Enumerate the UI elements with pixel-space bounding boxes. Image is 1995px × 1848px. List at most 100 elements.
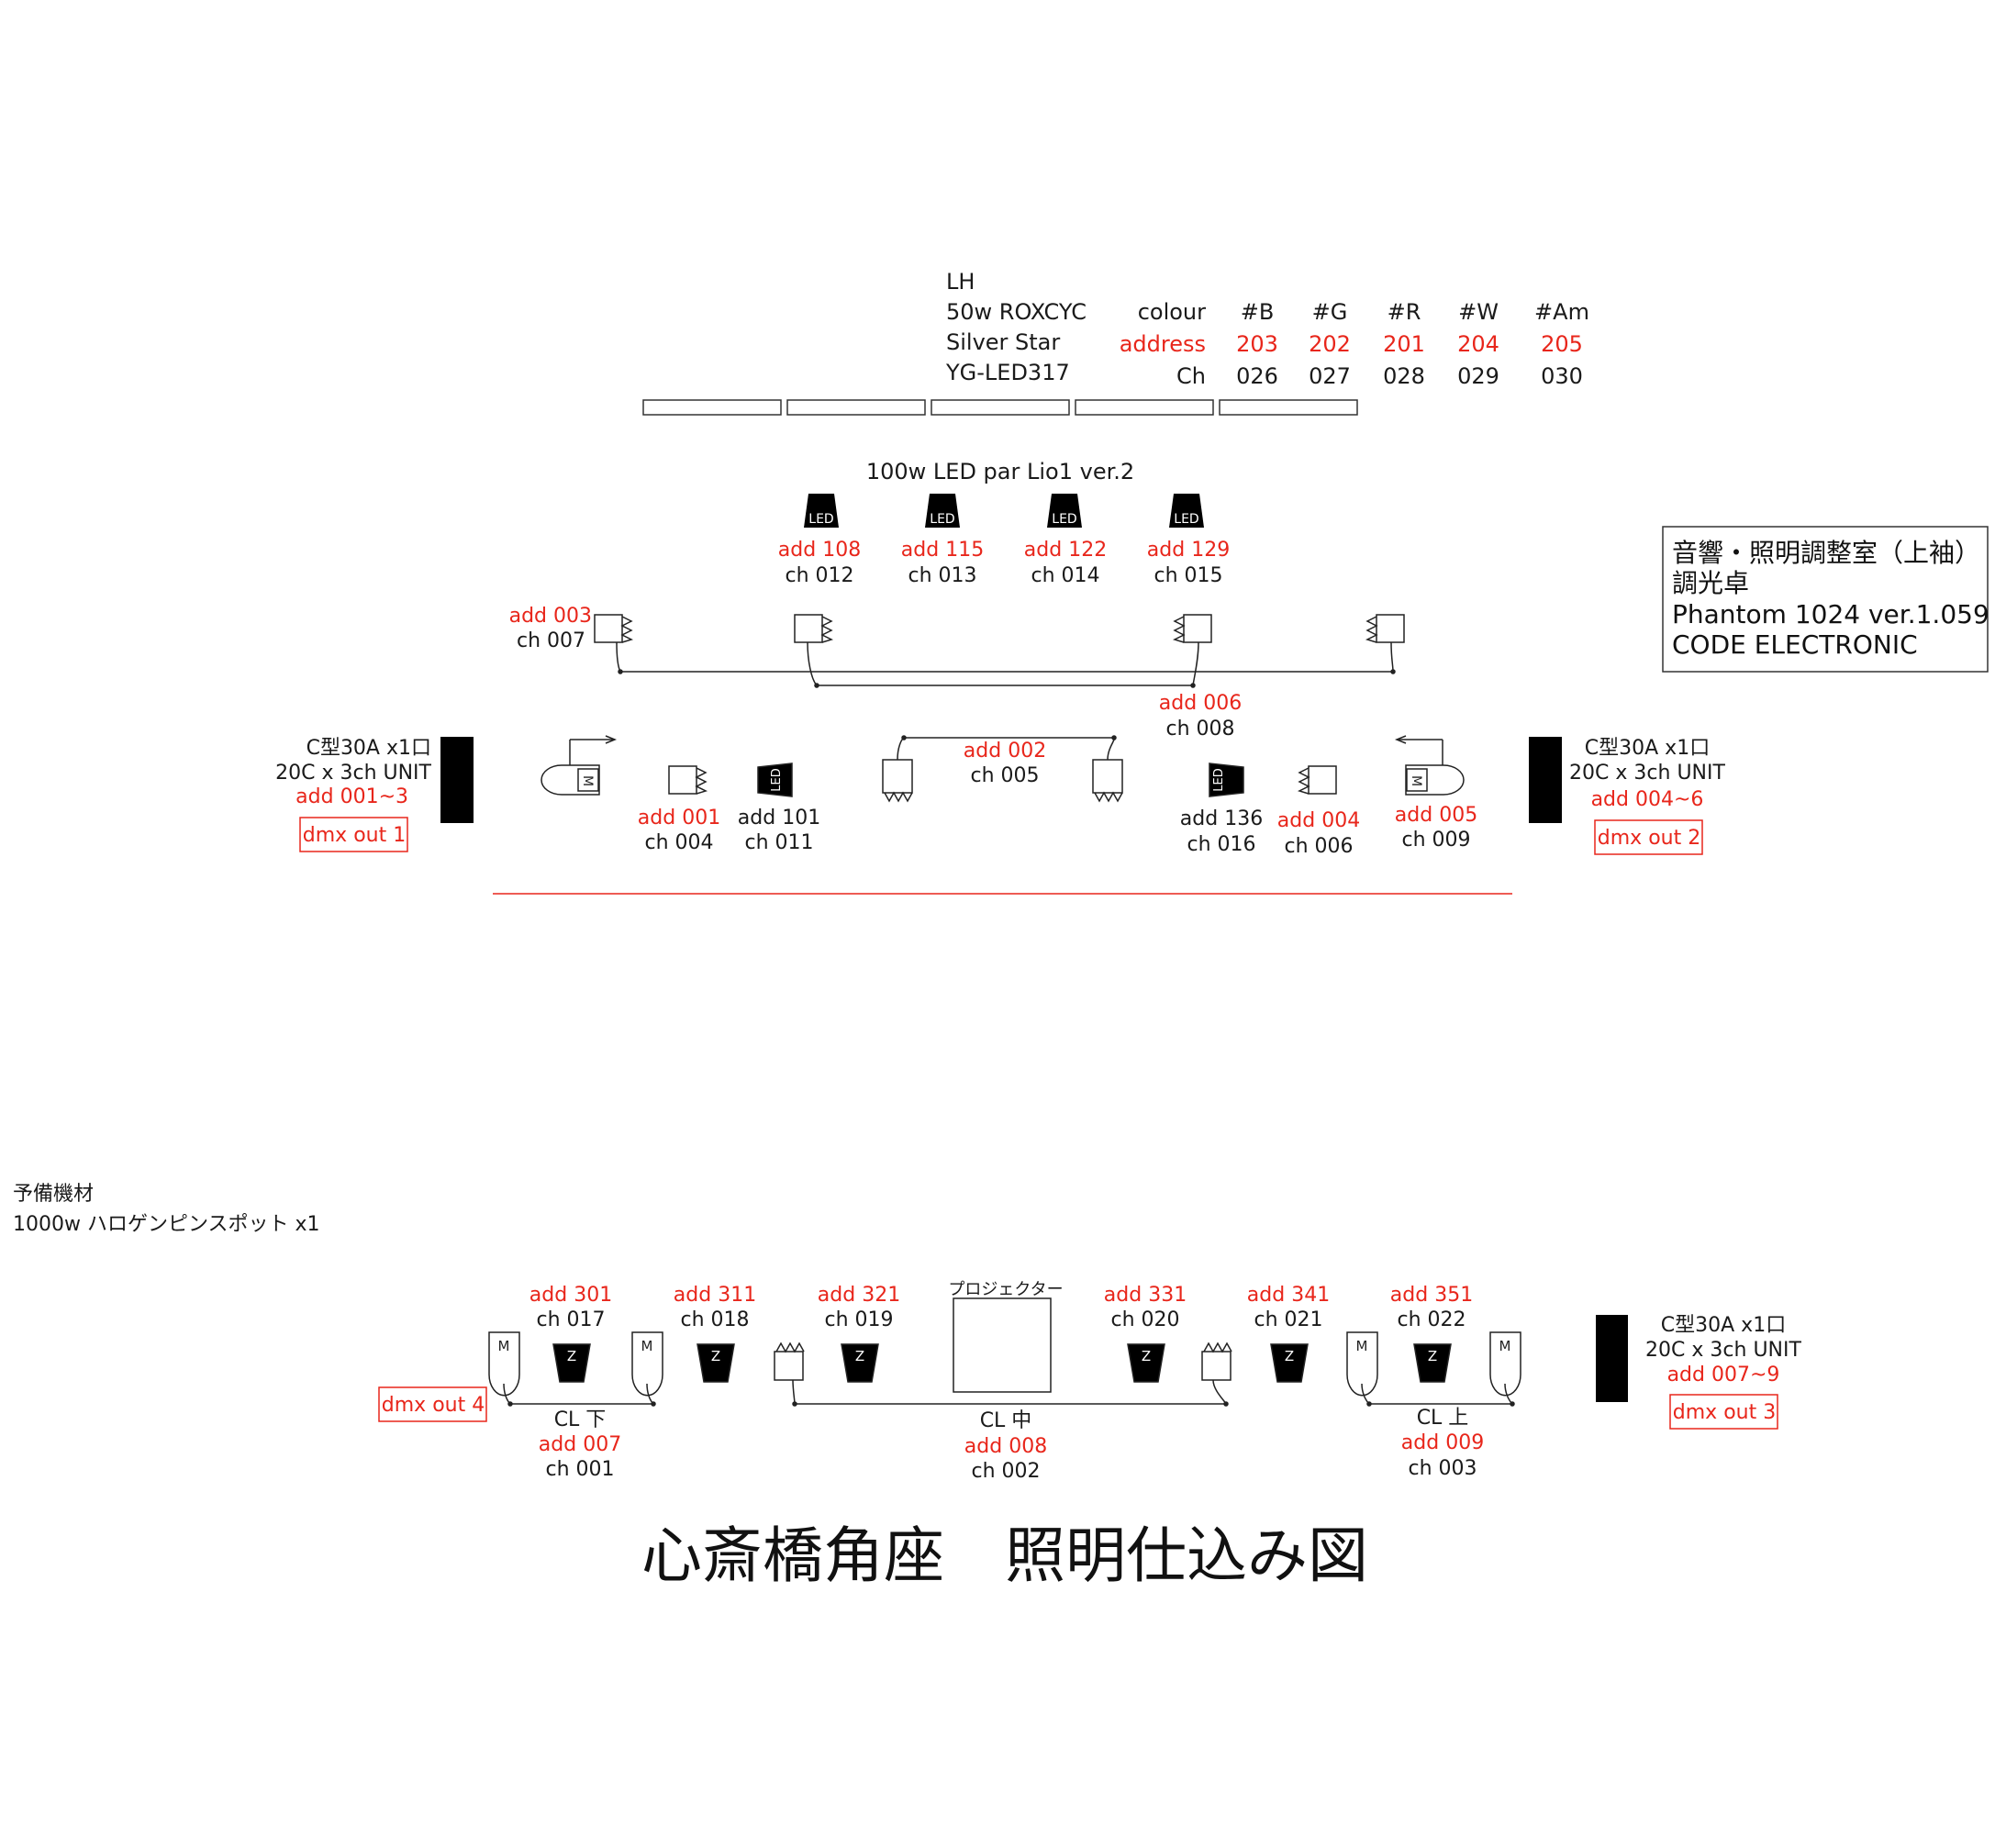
led-par-icon: LED [757,763,793,797]
led-par-add-129: add 129 [1147,539,1230,562]
svg-text:LED: LED [770,768,784,791]
moving-light-icon: M [488,1331,520,1397]
dmx-out-1-box [299,817,408,852]
profile-spot-icon: Z [841,1343,879,1383]
label-add-351: add 351 [1390,1284,1473,1307]
dimmer-lower-line-1: C型30A x1口 [1661,1314,1786,1337]
upper-spot-row [594,614,1405,688]
console-line-2: 調光卓 [1672,568,1749,598]
label-ch-007: ch 007 [517,629,585,652]
cyc-light-unit [1219,399,1358,416]
spot-light-icon [1092,737,1123,803]
lh-address-am: 205 [1541,331,1583,357]
led-par-icon: LED [1047,494,1082,528]
led-par-title: 100w LED par Lio1 ver.2 [866,459,1134,484]
svg-text:LED: LED [1212,768,1226,791]
label-ch-016: ch 016 [1187,833,1255,856]
group-cl-low-name: CL 下 [554,1408,607,1431]
dimmer-right-add: add 004~6 [1591,788,1704,811]
label-add-006: add 006 [1159,692,1242,715]
dimmer-unit-left: C型30A x1口 20C x 3ch UNIT add 001~3 dmx o… [275,737,474,852]
svg-text:LED: LED [1052,512,1076,527]
lh-line-1: LH [946,269,975,295]
led-par-ch-013: ch 013 [908,564,976,587]
svg-text:M: M [580,775,595,786]
page-title: 心斎橋角座 照明仕込み図 [641,1520,1368,1591]
label-add-321: add 321 [818,1284,900,1307]
group-cl-mid-ch: ch 002 [971,1460,1040,1483]
cyc-light-unit [931,399,1070,416]
cyc-light-unit [642,399,782,416]
spot-light-icon [1365,614,1405,673]
svg-text:M: M [1409,775,1423,786]
group-cl-up-ch: ch 003 [1408,1457,1477,1480]
lower-z-labels: add 301 ch 017 add 311 ch 018 add 321 ch… [529,1284,1473,1331]
lh-ch-g: 027 [1309,363,1351,389]
label-ch-008: ch 008 [1165,718,1234,740]
svg-text:Z: Z [855,1348,864,1364]
led-par-icon: LED [1169,494,1204,528]
spot-light-icon [668,765,708,795]
led-par-add-122: add 122 [1024,539,1107,562]
lh-address-r: 201 [1383,331,1425,357]
label-ch-018: ch 018 [680,1308,749,1331]
profile-spot-icon: Z [1413,1343,1452,1383]
dimmer-unit-right: C型30A x1口 20C x 3ch UNIT add 004~6 dmx o… [1529,737,1725,855]
spot-light-icon [882,737,913,803]
led-par-icon: LED [804,494,839,528]
dimmer-left-add: add 001~3 [295,785,408,808]
dmx-out-2: dmx out 2 [1598,827,1700,850]
label-add-301: add 301 [529,1284,612,1307]
lh-colour-label: colour [1138,299,1206,325]
label-add-004: add 004 [1277,809,1360,832]
moving-light-icon: M [1489,1331,1521,1397]
label-ch-011: ch 011 [744,831,813,854]
lh-ch-am: 030 [1541,363,1583,389]
svg-text:Z: Z [1428,1348,1437,1364]
lh-colour-am: #Am [1534,299,1589,325]
lh-ch-label: Ch [1176,363,1206,389]
led-par-ch-014: ch 014 [1031,564,1099,587]
lh-line-3: Silver Star [946,329,1060,355]
led-par-add-115: add 115 [901,539,984,562]
cyc-light-unit [1075,399,1214,416]
dimmer-right-line-1: C型30A x1口 [1585,737,1710,760]
label-ch-017: ch 017 [536,1308,605,1331]
led-par-ch-015: ch 015 [1154,564,1222,587]
dimmer-left-line-1: C型30A x1口 [306,737,431,760]
console-line-4: CODE ELECTRONIC [1672,629,1918,660]
spot-light-icon [594,614,634,673]
svg-text:LED: LED [1174,512,1198,527]
label-ch-009: ch 009 [1401,829,1470,852]
lh-ch-r: 028 [1383,363,1425,389]
svg-text:Z: Z [1142,1348,1151,1364]
label-add-003: add 003 [509,605,592,628]
label-add-005: add 005 [1395,804,1477,827]
led-par-icon: LED [1209,763,1244,797]
led-par-add-108: add 108 [778,539,861,562]
svg-text:M: M [641,1338,653,1354]
lh-ch-b: 026 [1236,363,1278,389]
profile-spot-icon: Z [1127,1343,1165,1383]
svg-text:Z: Z [567,1348,576,1364]
label-add-101: add 101 [738,807,820,829]
dimmer-right-line-2: 20C x 3ch UNIT [1569,762,1725,785]
moving-light-icon: M [541,735,618,796]
dmx-out-4: dmx out 4 [382,1394,485,1417]
dimmer-lower-add: add 007~9 [1667,1364,1780,1386]
group-cl-mid-add: add 008 [964,1435,1047,1458]
dimmer-unit-lower: C型30A x1口 20C x 3ch UNIT add 007~9 dmx o… [1596,1314,1801,1430]
dimmer-left-line-2: 20C x 3ch UNIT [275,762,431,785]
svg-text:M: M [1356,1338,1368,1354]
dmx-out-2-box [1594,819,1703,855]
label-ch-004: ch 004 [644,831,713,854]
spot-light-icon [774,1341,805,1405]
projector-label: プロジェクター [948,1280,1063,1299]
lh-colour-w: #W [1458,299,1499,325]
spot-light-icon [1201,1341,1232,1405]
label-add-331: add 331 [1104,1284,1187,1307]
label-add-341: add 341 [1247,1284,1330,1307]
lh-address-label: address [1120,331,1206,357]
lh-ch-w: 029 [1457,363,1499,389]
dimmer-lower-line-2: 20C x 3ch UNIT [1645,1339,1801,1362]
